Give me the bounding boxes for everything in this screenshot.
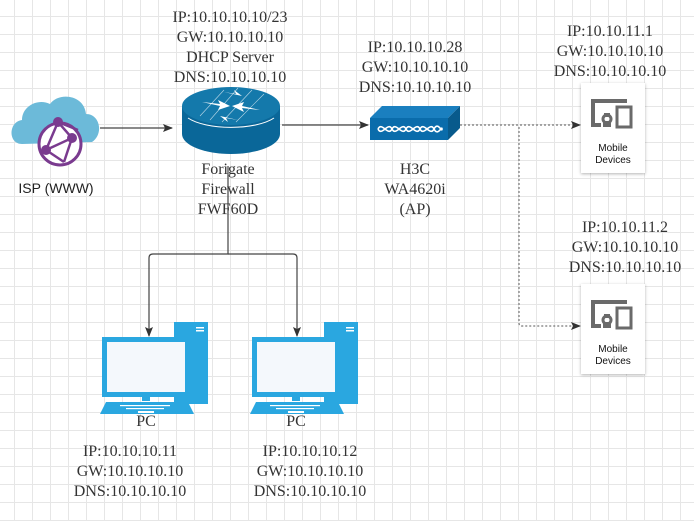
mobile-devices-node-2[interactable]: Mobile Devices [581, 284, 645, 374]
pc-node-2[interactable] [250, 322, 360, 414]
firewall-dhcp: DHCP Server [186, 49, 274, 66]
firewall-gw: GW:10.10.10.10 [176, 29, 284, 46]
pc1-dns: DNS:10.10.10.10 [73, 483, 187, 500]
mobile1-info: IP:10.10.11.1 GW:10.10.10.10 DNS:10.10.1… [535, 22, 685, 82]
mobile1-ip: IP:10.10.11.1 [566, 23, 654, 40]
firewall-name-line1: Forigate [201, 161, 255, 178]
firewall-dns: DNS:10.10.10.10 [173, 69, 287, 86]
mobile2-caption-line2: Devices [595, 356, 631, 367]
pc2-gw: GW:10.10.10.10 [256, 463, 364, 480]
mobile1-caption: Mobile Devices [581, 143, 645, 167]
edge-firewall-pc2 [228, 253, 301, 337]
mobile2-caption: Mobile Devices [581, 344, 645, 368]
firewall-name: Forigate Firewall FWF60D [178, 160, 278, 220]
mobile1-caption-line1: Mobile [598, 143, 628, 154]
pc2-info: IP:10.10.10.12 GW:10.10.10.10 DNS:10.10.… [240, 442, 380, 502]
firewall-name-line3: FWF60D [197, 201, 259, 218]
pc1-gw: GW:10.10.10.10 [76, 463, 184, 480]
mobile1-dns: DNS:10.10.10.10 [553, 63, 667, 80]
mobile2-ip: IP:10.10.11.2 [581, 219, 669, 236]
firewall-info: IP:10.10.10.10/23 GW:10.10.10.10 DHCP Se… [150, 8, 310, 88]
ap-name-line1: H3C [399, 161, 431, 178]
cloud-globe-icon [11, 96, 100, 167]
edge-firewall-pc1 [145, 166, 229, 337]
ap-ip: IP:10.10.10.28 [367, 39, 463, 56]
mobile2-caption-line1: Mobile [598, 344, 628, 355]
pc-icon [250, 322, 360, 414]
router-icon [182, 87, 280, 154]
mobile1-gw: GW:10.10.10.10 [556, 43, 664, 60]
access-point-node[interactable] [370, 106, 462, 142]
mobile2-dns: DNS:10.10.10.10 [568, 259, 682, 276]
pc2-dns: DNS:10.10.10.10 [253, 483, 367, 500]
isp-label: ISP (WWW) [18, 180, 94, 196]
firewall-name-line2: Firewall [201, 181, 255, 198]
firewall-node[interactable] [180, 84, 282, 158]
pc-icon [100, 322, 210, 414]
mobile-devices-icon [591, 99, 633, 129]
pc2-label: PC [286, 413, 306, 430]
ap-name-line2: WA4620i [384, 181, 446, 198]
isp-node[interactable] [8, 92, 104, 168]
mobile-devices-icon [591, 300, 633, 330]
mobile1-caption-line2: Devices [595, 155, 631, 166]
ap-info: IP:10.10.10.28 GW:10.10.10.10 DNS:10.10.… [345, 38, 485, 98]
pc1-info: IP:10.10.10.11 GW:10.10.10.10 DNS:10.10.… [60, 442, 200, 502]
firewall-ip: IP:10.10.10.10/23 [172, 9, 288, 26]
mobile-devices-node-1[interactable]: Mobile Devices [581, 83, 645, 173]
ap-name: H3C WA4620i (AP) [365, 160, 465, 220]
edge-ap-mobile2 [518, 127, 581, 330]
ap-dns: DNS:10.10.10.10 [358, 79, 472, 96]
pc-node-1[interactable] [100, 322, 210, 414]
mobile2-info: IP:10.10.11.2 GW:10.10.10.10 DNS:10.10.1… [550, 218, 694, 278]
ap-gw: GW:10.10.10.10 [361, 59, 469, 76]
mobile2-gw: GW:10.10.10.10 [571, 239, 679, 256]
pc1-label: PC [136, 413, 156, 430]
pc1-ip: IP:10.10.10.11 [82, 443, 178, 460]
pc2-ip: IP:10.10.10.12 [262, 443, 358, 460]
access-point-icon [370, 106, 460, 140]
ap-name-line3: (AP) [399, 201, 431, 218]
